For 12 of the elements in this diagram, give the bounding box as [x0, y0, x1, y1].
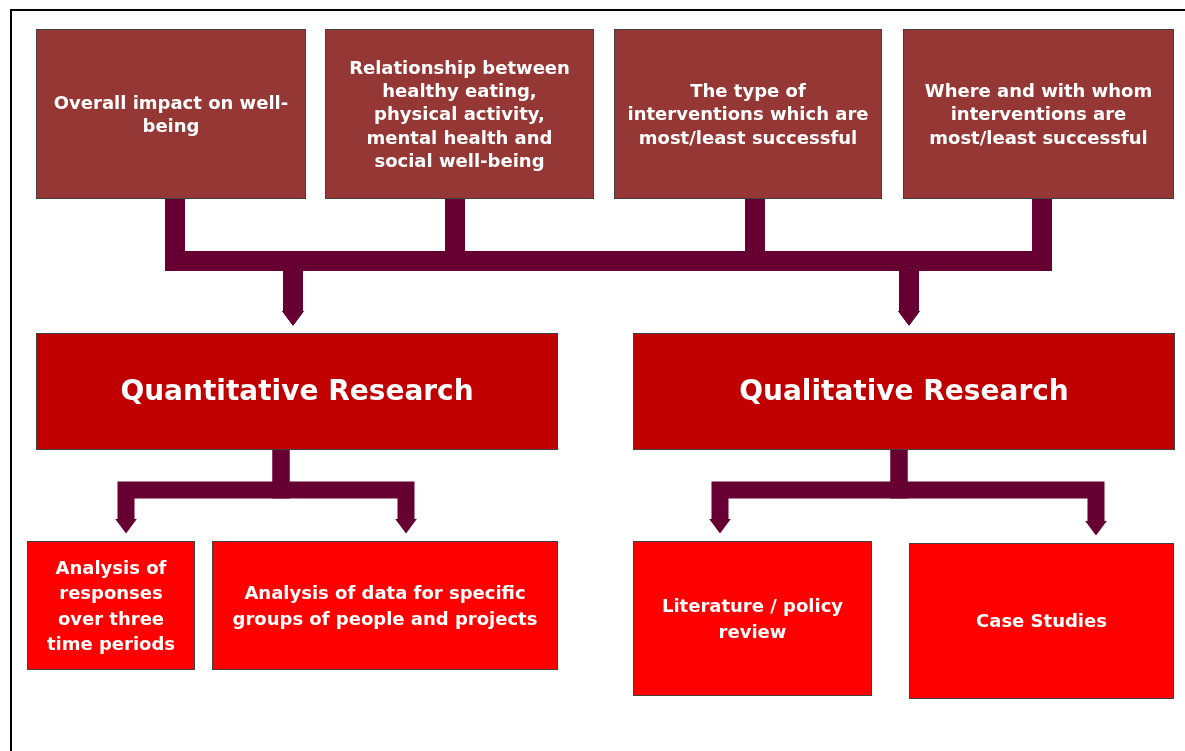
topic-box: Literature / policy review — [633, 541, 872, 696]
topic-box: Analysis of data for specific groups of people and projects — [212, 541, 558, 670]
topic-box: The type of interventions which are most/least successful — [614, 29, 882, 199]
category-box: Qualitative Research — [633, 333, 1175, 450]
topic-box: Case Studies — [909, 543, 1174, 699]
topic-box: Analysis of responses over three time periods — [27, 541, 195, 670]
topic-box: Relationship between healthy eating, physical activity, mental health and social well-being — [325, 29, 594, 199]
topic-box: Overall impact on well-being — [36, 29, 306, 199]
category-box: Quantitative Research — [36, 333, 558, 450]
arrow — [272, 450, 417, 534]
topic-box: Where and with whom interventions are most/least successful — [903, 29, 1174, 199]
arrow — [890, 450, 1107, 536]
